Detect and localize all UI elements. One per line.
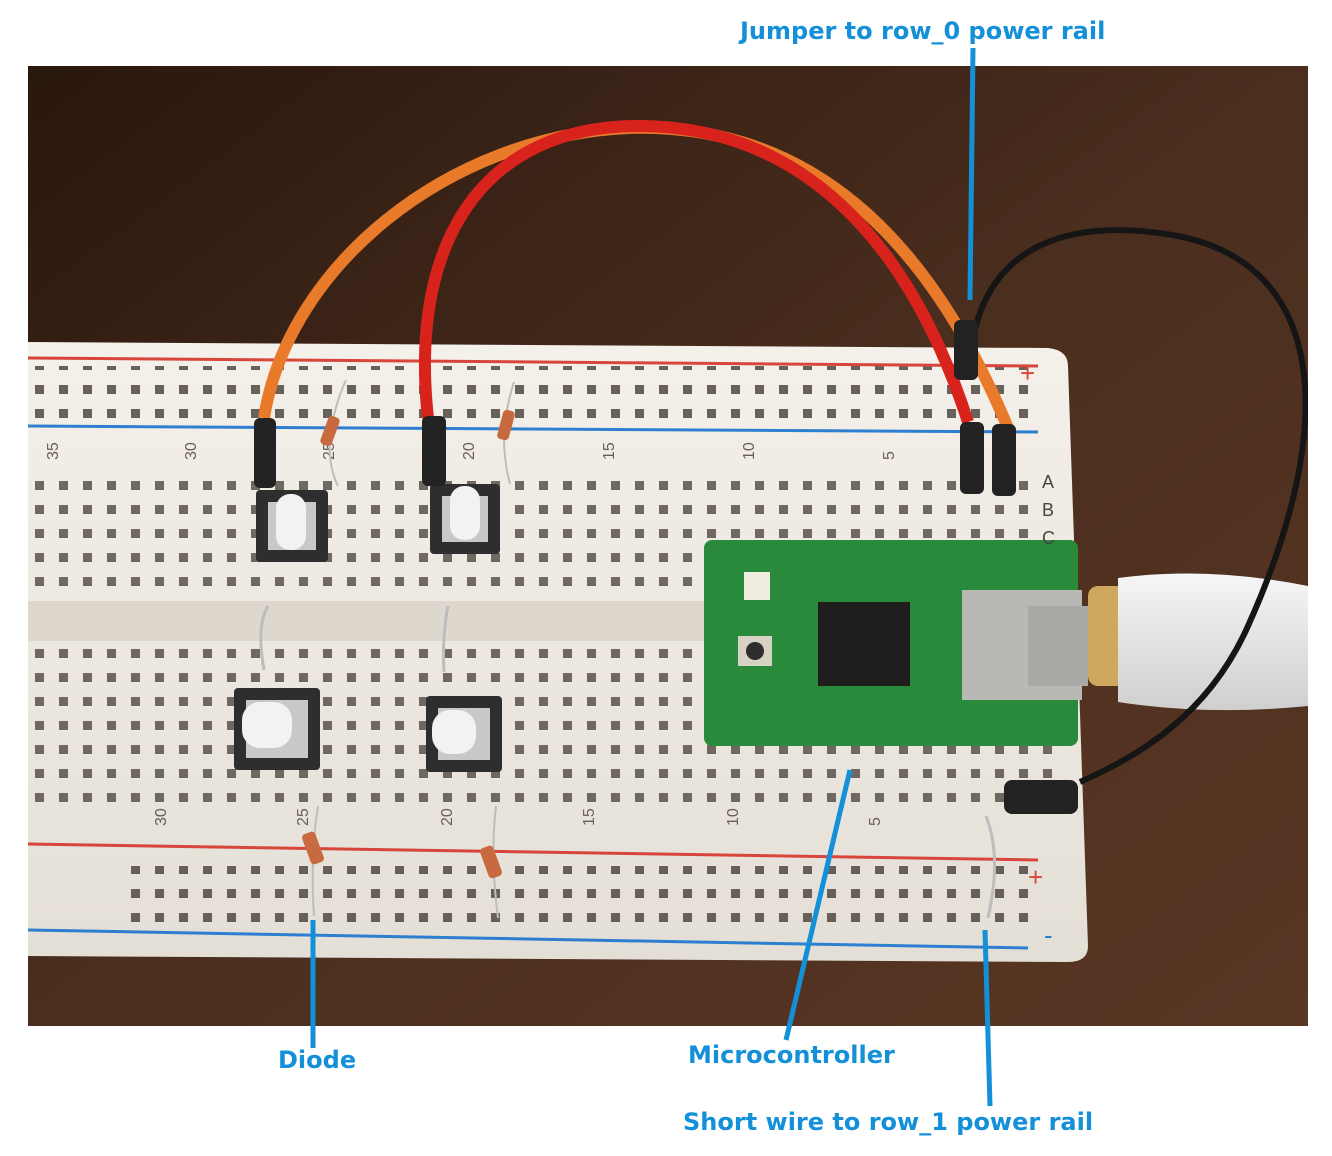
svg-text:+: + bbox=[1028, 862, 1043, 892]
board-column-number: 30 bbox=[183, 442, 200, 460]
board-column-number: 35 bbox=[45, 442, 62, 460]
board-row-letter: B bbox=[1042, 500, 1054, 520]
microcontroller-label: Microcontroller bbox=[688, 1041, 895, 1069]
diode-label: Diode bbox=[278, 1046, 357, 1074]
jumper-label: Jumper to row_0 power rail bbox=[740, 17, 1106, 45]
short-wire-label: Short wire to row_1 power rail bbox=[683, 1108, 1094, 1136]
board-column-number: 15 bbox=[581, 808, 598, 826]
board-column-number: 5 bbox=[881, 451, 898, 460]
board-column-number: 15 bbox=[601, 442, 618, 460]
board-column-number: 10 bbox=[725, 808, 742, 826]
svg-text:+: + bbox=[1020, 358, 1035, 388]
board-column-number: 20 bbox=[461, 442, 478, 460]
svg-text:-: - bbox=[1044, 920, 1053, 950]
board-column-number: 10 bbox=[741, 442, 758, 460]
board-column-number: 30 bbox=[153, 808, 170, 826]
board-column-number: 5 bbox=[867, 817, 884, 826]
board-row-letter: C bbox=[1042, 528, 1055, 548]
board-column-number: 25 bbox=[295, 808, 312, 826]
board-row-letter: A bbox=[1042, 472, 1054, 492]
board-column-number: 20 bbox=[439, 808, 456, 826]
